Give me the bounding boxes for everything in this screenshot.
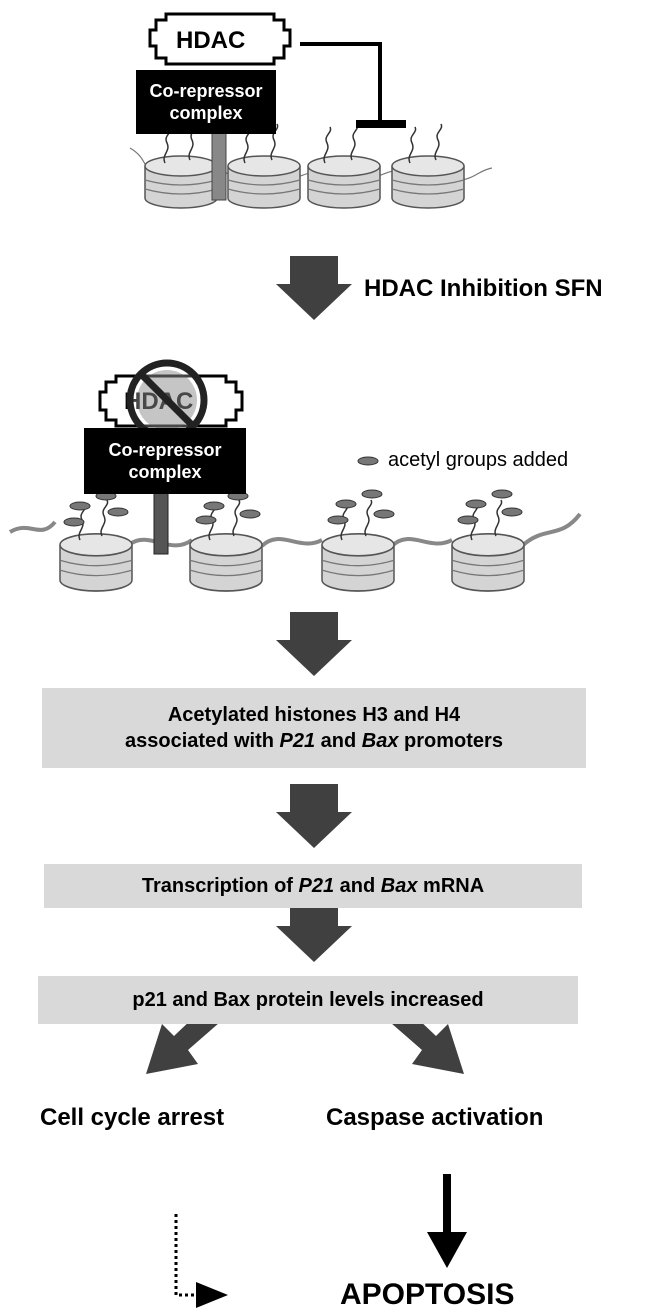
inhibition-line [300,42,382,124]
acetylated-chromatin [8,489,582,592]
box1-line1: Acetylated histones H3 and H4 [167,704,461,726]
caspase-activation-label: Caspase activation [326,1104,544,1131]
down-arrow [276,784,352,848]
nucleosome [227,155,301,209]
nucleosome [144,155,218,209]
apoptosis-arrow [427,1174,467,1268]
complex-stem [211,129,227,201]
cell-cycle-arrest-label: Cell cycle arrest [40,1104,225,1131]
corepressor-complex: Co-repressor complex [136,70,276,134]
protein-levels-box: p21 and Bax protein levels increased [38,976,578,1024]
apoptosis-label: APOPTOSIS [340,1278,515,1311]
down-arrow [276,612,352,676]
box1-line2: associated with P21 and Bax promoters [125,730,503,752]
nucleosome [307,155,381,209]
inhibition-label: HDAC Inhibition SFN [364,275,603,302]
nucleosome [391,155,465,209]
corepressor-line2: complex [128,462,202,482]
corepressor-line1: Co-repressor [108,440,222,460]
acetyl-legend-text: acetyl groups added [388,449,569,471]
down-arrow [276,898,352,962]
corepressor-line2: complex [169,103,243,123]
hdac-label: HDAC [176,27,246,54]
hdac-badge [148,12,292,66]
corepressor-complex-inhibited: Co-repressor complex [84,428,246,494]
corepressor-line1: Co-repressor [149,81,263,101]
down-arrow [276,256,352,320]
acetyl-legend-marker [357,456,379,466]
repressed-chromatin [129,123,493,209]
acetylated-histones-box: Acetylated histones H3 and H4 associated… [42,688,586,768]
dotted-arrow-head [196,1282,228,1308]
transcription-box: Transcription of P21 and Bax mRNA [44,864,582,908]
dotted-arrow-line [174,1214,198,1297]
